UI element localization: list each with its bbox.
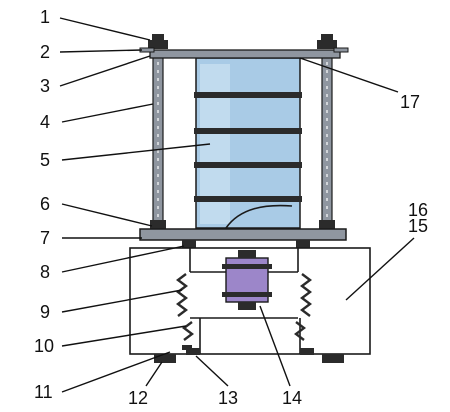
leader-14 [259, 305, 291, 387]
leader-4 [61, 103, 154, 123]
label-14: 14 [282, 388, 302, 408]
leader-12 [145, 361, 163, 387]
sieve-band-2 [194, 128, 302, 134]
label-17: 17 [400, 92, 420, 112]
leader-15 [345, 237, 415, 301]
plate-body [139, 228, 347, 241]
left-plate-clamp [182, 240, 196, 248]
label-12: 12 [128, 388, 148, 408]
leader-3 [59, 55, 151, 87]
label-15: 15 [408, 216, 428, 236]
leader-9 [61, 289, 183, 313]
right-foot [322, 354, 344, 363]
label-8: 8 [40, 262, 50, 282]
sieve-band-4 [194, 196, 302, 202]
right-plate-clamp [296, 240, 310, 248]
label-9: 9 [40, 302, 50, 322]
motor-bottom-mount [238, 302, 256, 310]
sieve-band-3 [194, 162, 302, 168]
leader-lines [59, 17, 415, 393]
right-wing-nut [333, 47, 349, 53]
label-7: 7 [40, 228, 50, 248]
vibrating-plate [139, 228, 347, 248]
right-spring-coil [300, 273, 312, 317]
left-spring-coil [176, 273, 188, 317]
label-10: 10 [34, 336, 54, 356]
leader-13 [195, 355, 229, 387]
right-bottom-nut [319, 220, 335, 229]
part-labels: 1 2 3 4 5 6 7 8 9 10 11 12 13 14 15 16 1… [34, 7, 428, 408]
motor-top-mount [238, 250, 256, 258]
left-top-knob [152, 34, 164, 42]
right-rod [317, 34, 337, 235]
left-rod [148, 34, 168, 235]
right-spring [294, 273, 312, 341]
base-clamp-right [300, 348, 314, 355]
label-1: 1 [40, 7, 50, 27]
motor-bottom-flange [222, 292, 272, 297]
right-top-nut [317, 40, 337, 49]
sieve-band-1 [194, 92, 302, 98]
left-lower-spring-coil [182, 321, 194, 341]
label-6: 6 [40, 194, 50, 214]
left-bottom-nut [150, 220, 166, 229]
leader-6 [61, 203, 153, 227]
leader-8 [61, 245, 185, 273]
leader-11 [61, 351, 171, 393]
sieve-pan-curve [225, 204, 293, 229]
label-4: 4 [40, 112, 50, 132]
top-crossbar [139, 47, 349, 59]
label-5: 5 [40, 150, 50, 170]
leader-5 [61, 143, 211, 161]
right-lower-spring-coil [294, 321, 306, 341]
vibration-motor [222, 250, 272, 310]
label-11: 11 [34, 382, 53, 402]
left-top-nut [148, 40, 168, 49]
leader-17 [299, 57, 399, 93]
leader-2 [59, 49, 143, 53]
label-2: 2 [40, 42, 50, 62]
label-13: 13 [218, 388, 238, 408]
left-spring [176, 273, 194, 341]
left-foot [154, 354, 176, 363]
leader-1 [59, 17, 151, 41]
label-3: 3 [40, 76, 50, 96]
sieve-stack [194, 57, 302, 229]
leader-10 [61, 325, 187, 347]
motor-top-flange [222, 264, 272, 269]
base-clamp-left [186, 348, 200, 355]
right-top-knob [321, 34, 333, 42]
left-wing-nut [139, 47, 155, 53]
crossbar-body [149, 49, 341, 59]
left-foot-bolt [182, 345, 192, 350]
label-16: 16 [408, 200, 428, 220]
